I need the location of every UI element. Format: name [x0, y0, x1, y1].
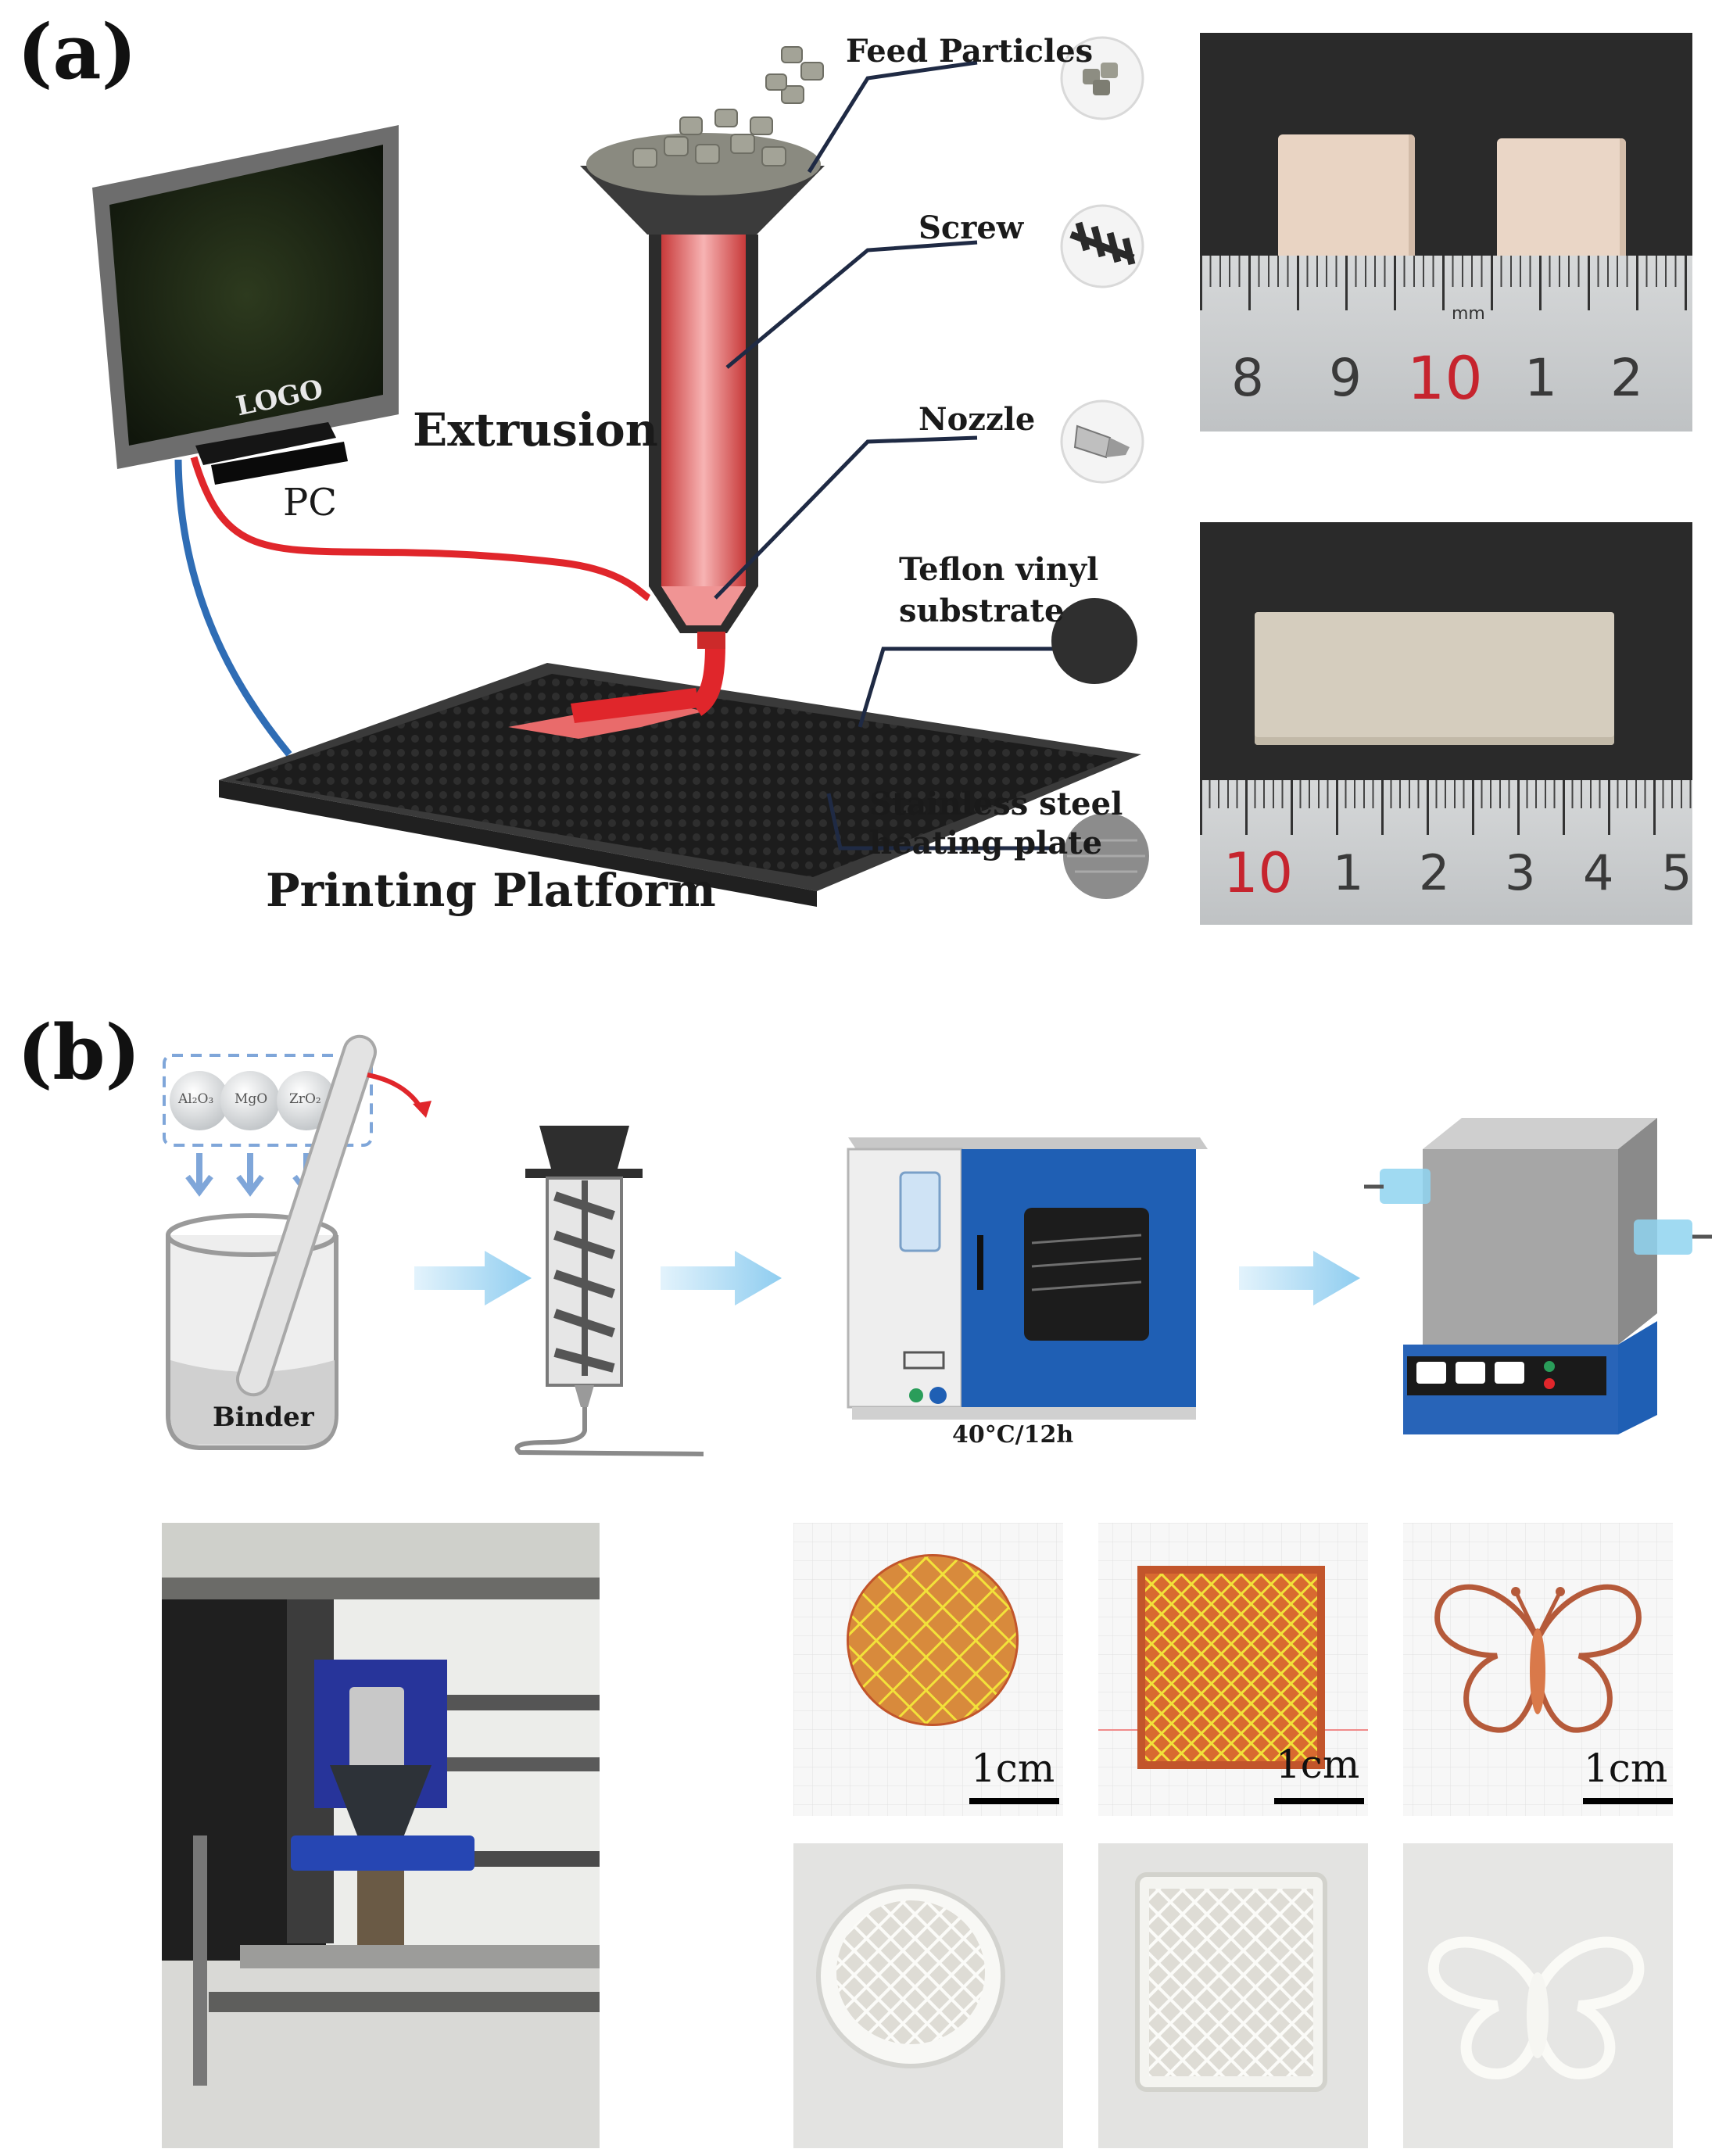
heating-plate-icon [1063, 813, 1149, 899]
extruder [580, 46, 825, 649]
design-butterfly-outline [1403, 1523, 1673, 1816]
teflon-label-line1: Teflon vinyl [899, 551, 1099, 588]
ruler-top-unit: mm [1452, 304, 1485, 324]
nozzle-icon [1060, 399, 1144, 484]
screw-extruder-icon [514, 1126, 704, 1456]
ruler-bottom: 10 1 2 3 4 5 [1200, 780, 1692, 925]
beaker-icon [166, 1034, 432, 1450]
design-square-infill [1098, 1523, 1368, 1816]
printed-circle-photo [793, 1843, 1063, 2148]
red-cable [190, 456, 651, 602]
ruler-top: mm 8 9 10 1 2 [1200, 256, 1692, 432]
blue-cable [174, 459, 292, 757]
ruler-bottom-number: 3 [1505, 844, 1536, 901]
extrusion-label: Extrusion [413, 403, 658, 457]
printed-square-photo [1098, 1843, 1368, 2148]
al2o3-powder-icon [170, 1071, 229, 1130]
stainless-label-line1: Stainless steel [869, 786, 1123, 822]
ruler-bottom-number: 10 [1223, 841, 1294, 905]
pc-monitor: LOGO [92, 125, 399, 485]
process-flow [163, 1034, 1712, 1456]
photo-bar-sample: 10 1 2 3 4 5 [1200, 522, 1692, 925]
screw-icon [1060, 204, 1144, 288]
mgo-label: MgO [235, 1091, 268, 1107]
pc-label: PC [283, 481, 338, 525]
callout-lines [714, 60, 1055, 851]
infill-design-grid [793, 1523, 1673, 2148]
drying-oven-icon [847, 1137, 1208, 1420]
teflon-substrate-icon [1051, 598, 1137, 684]
flow-arrow [414, 1251, 532, 1305]
screw-label: Screw [919, 210, 1024, 246]
ruler-top-number: 10 [1407, 343, 1483, 413]
scale-bar [969, 1798, 1059, 1804]
binder-label: Binder [213, 1402, 314, 1433]
panel-a-label: (a) [17, 8, 138, 96]
feed-particles-icon [1060, 36, 1144, 120]
ruler-top-number: 9 [1329, 348, 1362, 408]
scale-bar [1583, 1798, 1673, 1804]
scale-label-circle: 1cm [971, 1746, 1055, 1791]
stainless-label-line2: heating plate [869, 825, 1103, 861]
bar-sample [1255, 612, 1614, 745]
extrusion-schematic: LOGO [92, 36, 1149, 907]
printing-platform-label: Printing Platform [266, 864, 716, 917]
printing-platform [219, 663, 1141, 907]
design-circle-infill [793, 1523, 1063, 1816]
powder-group [163, 1054, 373, 1197]
ruler-top-number: 1 [1524, 348, 1557, 408]
feed-particles-label: Feed Particles [846, 33, 1094, 70]
flow-arrow [1239, 1251, 1360, 1305]
ruler-bottom-number: 4 [1583, 844, 1614, 901]
ruler-top-number: 2 [1610, 348, 1643, 408]
printed-butterfly-photo [1403, 1843, 1673, 2148]
scale-bar [1274, 1798, 1364, 1804]
photo-3d-printer [162, 1523, 600, 2148]
teflon-label-line2: substrate [899, 593, 1065, 629]
ruler-top-number: 8 [1231, 348, 1264, 408]
scale-label-square: 1cm [1276, 1742, 1360, 1787]
ruler-bottom-number: 5 [1661, 844, 1692, 901]
nozzle-label: Nozzle [919, 401, 1036, 438]
mgo-powder-icon [220, 1071, 280, 1130]
flow-arrow [661, 1251, 782, 1305]
tube-furnace-icon [1364, 1118, 1712, 1434]
panel-b-label: (b) [17, 1008, 141, 1097]
ruler-bottom-number: 2 [1419, 844, 1450, 901]
photo-cube-samples: mm 8 9 10 1 2 [1200, 33, 1692, 432]
zro2-label: ZrO₂ [289, 1091, 321, 1107]
drying-condition-label: 40°C/12h [952, 1421, 1074, 1449]
al2o3-label: Al₂O₃ [178, 1091, 214, 1107]
scale-label-butterfly: 1cm [1584, 1746, 1668, 1791]
ruler-bottom-number: 1 [1333, 844, 1364, 901]
